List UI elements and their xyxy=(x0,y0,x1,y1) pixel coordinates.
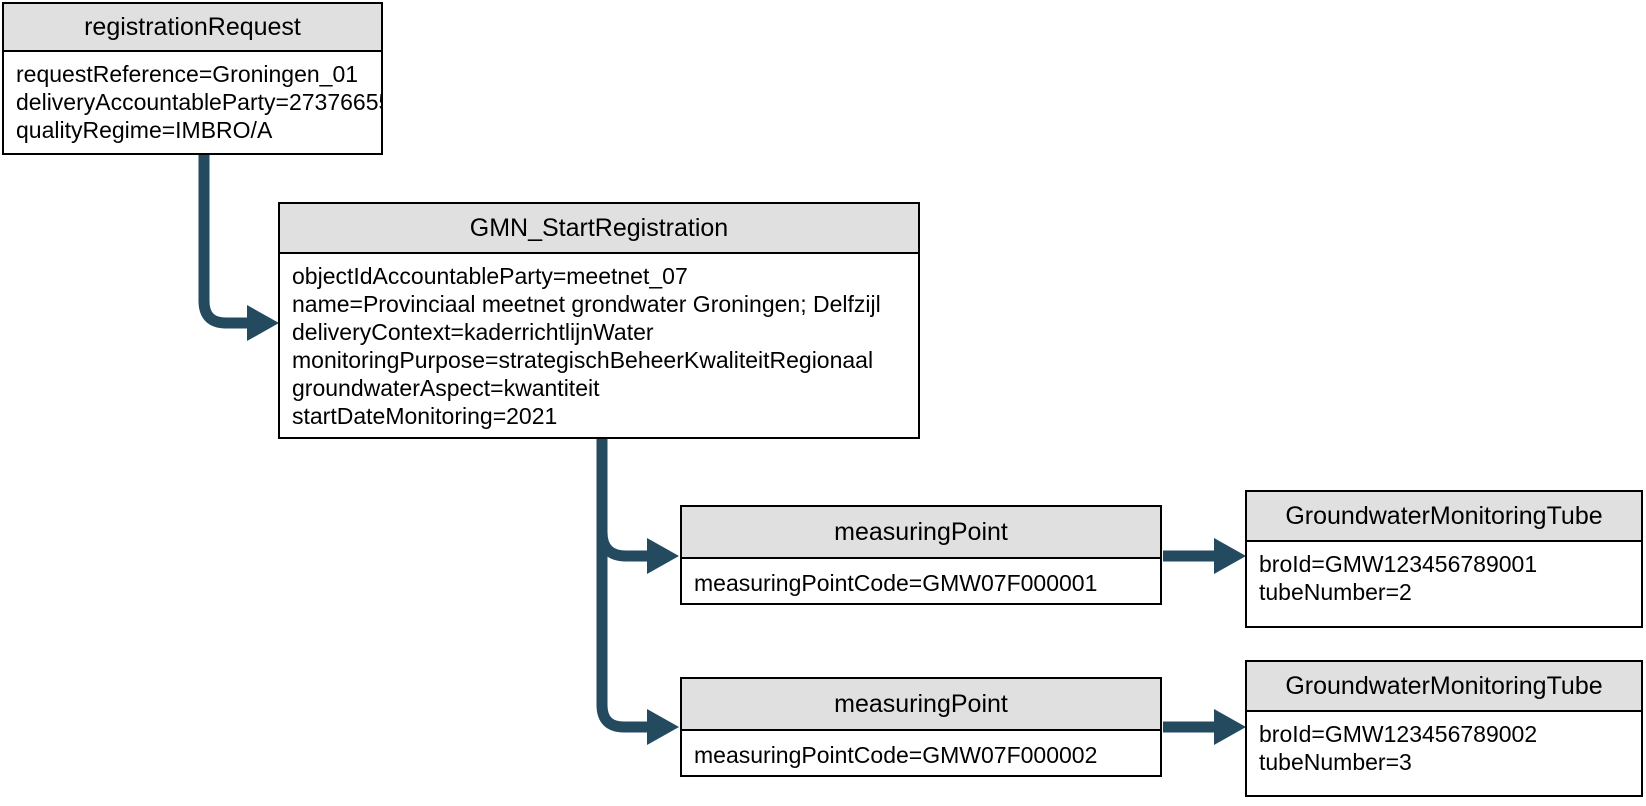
attribute-line: objectIdAccountableParty=meetnet_07 xyxy=(292,263,688,289)
arrowhead-registration-to-gmn xyxy=(247,305,279,341)
attribute-line: broId=GMW123456789001 xyxy=(1259,551,1538,577)
attribute-line: groundwaterAspect=kwantiteit xyxy=(292,375,600,401)
node-groundwater-monitoring-tube-2-title: GroundwaterMonitoringTube xyxy=(1247,662,1641,712)
attribute-line: tubeNumber=2 xyxy=(1259,579,1412,605)
arrowhead-measuring-point-1-to-tube-1 xyxy=(1214,538,1246,574)
attribute-line: monitoringPurpose=strategischBeheerKwali… xyxy=(292,347,874,373)
node-registration-request: registrationRequest requestReference=Gro… xyxy=(2,2,383,155)
attribute-line: qualityRegime=IMBRO/A xyxy=(16,117,273,143)
node-measuring-point-2-title: measuringPoint xyxy=(682,679,1160,731)
attribute-line: requestReference=Groningen_01 xyxy=(16,61,359,87)
connector-gmn-trunk xyxy=(596,439,648,733)
attribute-line: broId=GMW123456789002 xyxy=(1259,721,1538,747)
node-measuring-point-2: measuringPoint measuringPointCode=GMW07F… xyxy=(680,677,1162,777)
node-measuring-point-1: measuringPoint measuringPointCode=GMW07F… xyxy=(680,505,1162,605)
node-registration-request-title: registrationRequest xyxy=(4,4,381,52)
attribute-line: deliveryContext=kaderrichtlijnWater xyxy=(292,319,654,345)
connector-registration-to-gmn xyxy=(198,155,248,329)
node-gmn-start-registration: GMN_StartRegistration objectIdAccountabl… xyxy=(278,202,920,439)
node-groundwater-monitoring-tube-1: GroundwaterMonitoringTube broId=GMW12345… xyxy=(1245,490,1643,628)
node-gmn-start-registration-title: GMN_StartRegistration xyxy=(280,204,918,254)
connector-gmn-to-measuring-point-1 xyxy=(596,531,648,562)
attribute-line: tubeNumber=3 xyxy=(1259,749,1412,775)
arrowhead-measuring-point-2-to-tube-2 xyxy=(1214,709,1246,745)
attribute-line: measuringPointCode=GMW07F000002 xyxy=(694,742,1098,768)
node-groundwater-monitoring-tube-1-title: GroundwaterMonitoringTube xyxy=(1247,492,1641,542)
node-measuring-point-1-attributes: measuringPointCode=GMW07F000001 xyxy=(682,559,1160,597)
node-measuring-point-1-title: measuringPoint xyxy=(682,507,1160,559)
node-groundwater-monitoring-tube-2: GroundwaterMonitoringTube broId=GMW12345… xyxy=(1245,660,1643,797)
attribute-line: startDateMonitoring=2021 xyxy=(292,403,558,429)
attribute-line: deliveryAccountableParty=27376655 xyxy=(16,89,381,115)
arrowhead-gmn-to-measuring-point-2 xyxy=(647,709,679,745)
node-measuring-point-2-attributes: measuringPointCode=GMW07F000002 xyxy=(682,731,1160,769)
attribute-line: name=Provinciaal meetnet grondwater Gron… xyxy=(292,291,881,317)
attribute-line: measuringPointCode=GMW07F000001 xyxy=(694,570,1098,596)
arrowhead-gmn-to-measuring-point-1 xyxy=(647,538,679,574)
